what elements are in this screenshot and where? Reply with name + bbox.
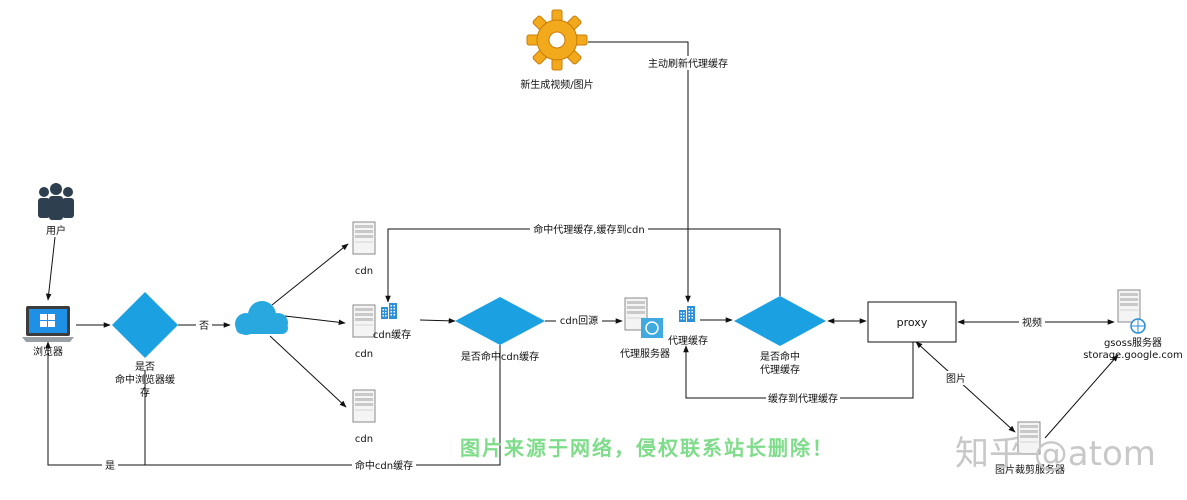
cdn-bottom-server-icon [352, 389, 376, 423]
label-cdn-top: cdn [355, 266, 373, 277]
label-hit-cdn-cache: 命中cdn缓存 [355, 459, 413, 472]
label-gsoss-2: storage.google.com [1083, 350, 1183, 361]
edge-cloud-cdn-mid [284, 315, 346, 326]
label-crop-server: 图片裁剪服务器 [995, 463, 1065, 476]
proxy-cache-icon [679, 306, 695, 322]
label-decision-browser-3: 存 [140, 386, 150, 399]
label-decision-cdn: 是否命中cdn缓存 [461, 350, 539, 363]
user-group-icon [38, 183, 74, 220]
label-proxy-server: 代理服务器 [620, 347, 670, 360]
edge-hit-proxy-to-cdn [385, 228, 781, 303]
label-gsoss-1: gsoss服务器 [1104, 336, 1162, 349]
edge-refresh [588, 41, 691, 303]
label-refresh-proxy-cache: 主动刷新代理缓存 [648, 57, 728, 70]
cdn-top-server-icon [352, 221, 376, 255]
edge-user-browser [45, 236, 56, 301]
edge-crop-gsoss [1044, 354, 1119, 439]
label-decision-browser-2: 命中浏览器缓 [115, 373, 175, 386]
laptop-icon [22, 306, 74, 342]
label-proxy: proxy [897, 316, 928, 329]
cloud-icon [235, 301, 288, 335]
label-decision-browser-1: 是否 [135, 361, 155, 373]
label-image: 图片 [946, 372, 966, 385]
edge-labels: 主动刷新代理缓存 否 命中代理缓存,缓存到cdn cdn回源 视频 图片 缓存到… [102, 56, 1045, 472]
label-cdn-bottom: cdn [355, 434, 373, 445]
label-cdn-mid: cdn [355, 349, 373, 360]
label-proxy-cache: 代理缓存 [668, 334, 708, 347]
label-user: 用户 [46, 224, 66, 237]
decision-proxy-cache [734, 296, 826, 346]
label-cdn-cache: cdn缓存 [373, 328, 411, 341]
gsoss-server-icon [1117, 289, 1146, 334]
label-decision-proxy-1: 是否命中 [760, 350, 800, 363]
cdn-cache-icon [381, 303, 397, 319]
edge-cloud-cdn-bottom [269, 335, 347, 408]
proxy-server-icon [624, 297, 663, 338]
watermark-zhihu: 知乎 @atom [955, 434, 1156, 474]
edge-cdn-diamond [419, 318, 456, 324]
label-hit-proxy-cache-to-cdn: 命中代理缓存,缓存到cdn [533, 223, 644, 236]
label-cache-to-proxy: 缓存到代理缓存 [768, 392, 838, 405]
watermark-source-notice: 图片来源于网络，侵权联系站长删除！ [460, 436, 834, 460]
label-no: 否 [199, 320, 209, 332]
edges [45, 41, 1119, 466]
edge-hit-cdn [45, 341, 501, 466]
label-video: 视频 [1022, 316, 1042, 329]
edge-cloud-cdn-top [271, 243, 349, 306]
label-browser: 浏览器 [33, 345, 63, 358]
label-decision-proxy-2: 代理缓存 [760, 363, 800, 376]
label-yes: 是 [105, 460, 115, 472]
label-cdn-origin: cdn回源 [560, 314, 598, 327]
gear-icon [526, 9, 588, 71]
proxy-box [867, 301, 957, 343]
cdn-mid-server-icon [352, 304, 376, 338]
edge-proxy-crop [915, 341, 1016, 433]
decision-browser-cache [112, 292, 178, 358]
decision-cdn-cache [455, 297, 545, 345]
label-new-content: 新生成视频/图片 [520, 78, 593, 91]
